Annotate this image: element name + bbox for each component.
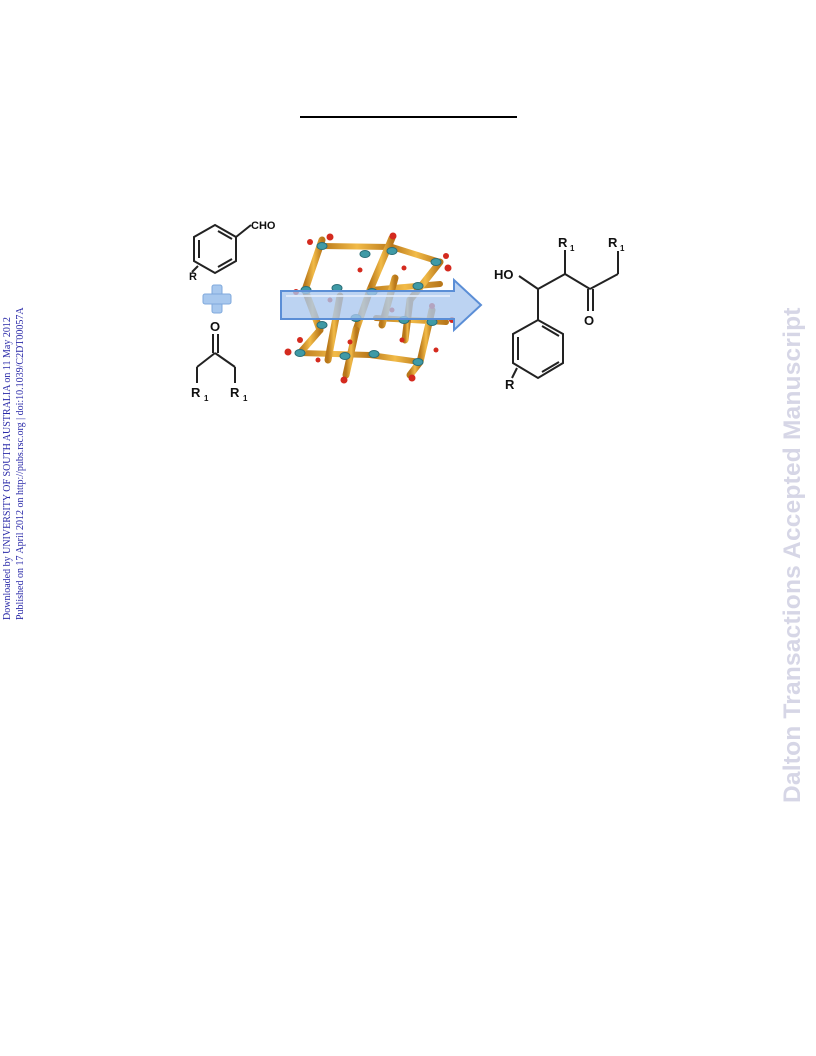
- ketone-r1-right-label: R: [230, 385, 240, 400]
- aldol-product-structure: [511, 250, 619, 380]
- ketone-r1-right-subscript: 1: [243, 394, 248, 403]
- ketone-r1-left-subscript: 1: [204, 394, 209, 403]
- product-r1-right-label: R: [608, 235, 618, 250]
- plus-sign: [202, 284, 232, 314]
- reactant-r-label: R: [189, 271, 197, 283]
- ketone-r1-left-label: R: [191, 385, 201, 400]
- ketone-oxygen-label: O: [210, 319, 220, 334]
- product-r1-top-label: R: [558, 235, 568, 250]
- product-r1-top-subscript: 1: [570, 244, 575, 253]
- product-oxygen-label: O: [584, 313, 594, 328]
- aldehyde-group-label: CHO: [251, 220, 276, 232]
- benzaldehyde-structure: [191, 223, 252, 275]
- reaction-arrow: [280, 277, 483, 333]
- product-hydroxyl-label: HO: [494, 267, 514, 282]
- product-r1-right-subscript: 1: [620, 244, 625, 253]
- ketone-structure: [196, 334, 236, 383]
- header-rule: [300, 116, 517, 118]
- product-ring-r-label: R: [505, 377, 515, 392]
